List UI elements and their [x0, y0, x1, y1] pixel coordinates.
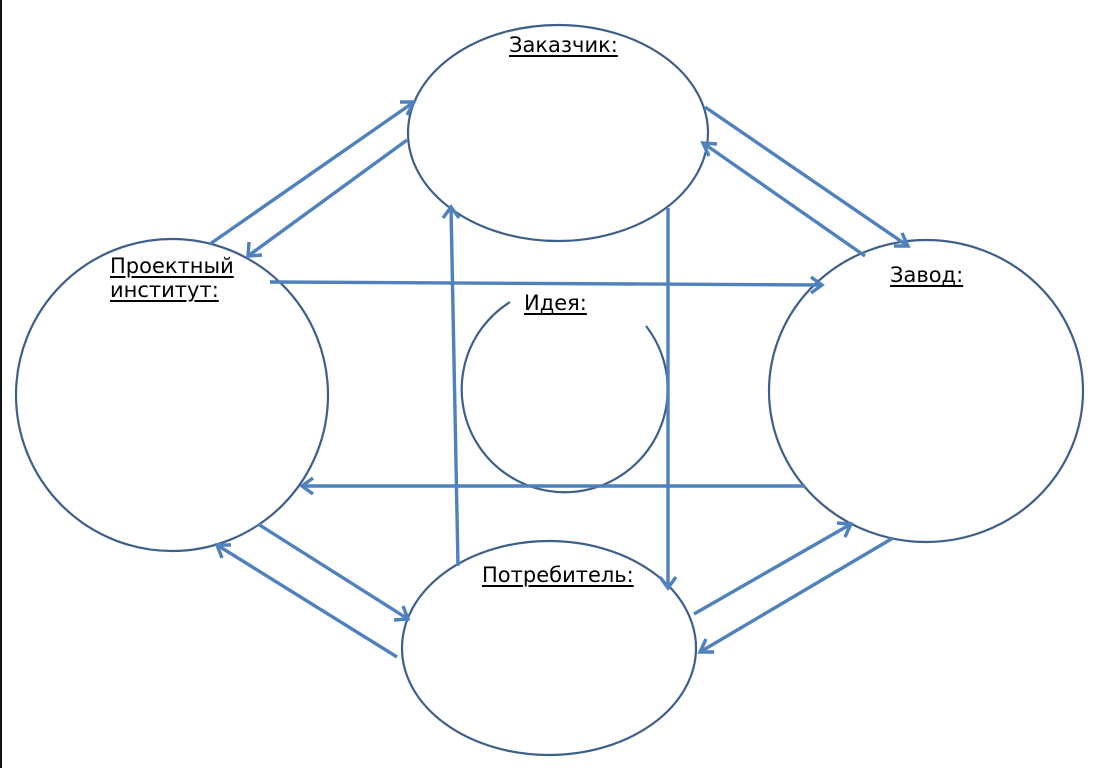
plant-node — [767, 238, 1085, 544]
edge-institute-to-plant — [269, 275, 825, 295]
edge-consumer-to-institute — [214, 543, 398, 659]
institute-label: Проектный институт: — [110, 254, 234, 302]
edge-institute-to-consumer — [257, 522, 411, 622]
edge-plant-to-consumer — [697, 536, 894, 654]
consumer-label: Потребитель: — [482, 563, 634, 587]
institute-label-line-2: институт: — [110, 278, 219, 302]
customer-node — [406, 23, 710, 243]
consumer-node — [400, 539, 698, 757]
edge-consumer-to-plant — [693, 521, 854, 616]
edge-institute-to-customer — [209, 100, 417, 246]
customer-label: Заказчик: — [509, 33, 618, 57]
idea-label: Идея: — [524, 291, 587, 315]
institute-node — [14, 237, 330, 553]
left-border — [0, 0, 2, 768]
edge-plant-to-customer — [700, 141, 866, 258]
edge-customer-to-institute — [246, 138, 409, 258]
edge-customer-to-plant — [704, 105, 911, 248]
edge-customer-to-consumer — [658, 208, 678, 591]
institute-label-line-1: Проектный — [110, 254, 234, 278]
idea-node — [460, 301, 669, 494]
edge-plant-to-institute — [299, 476, 805, 496]
edge-consumer-to-customer — [441, 204, 461, 567]
plant-label: Завод: — [890, 263, 964, 287]
